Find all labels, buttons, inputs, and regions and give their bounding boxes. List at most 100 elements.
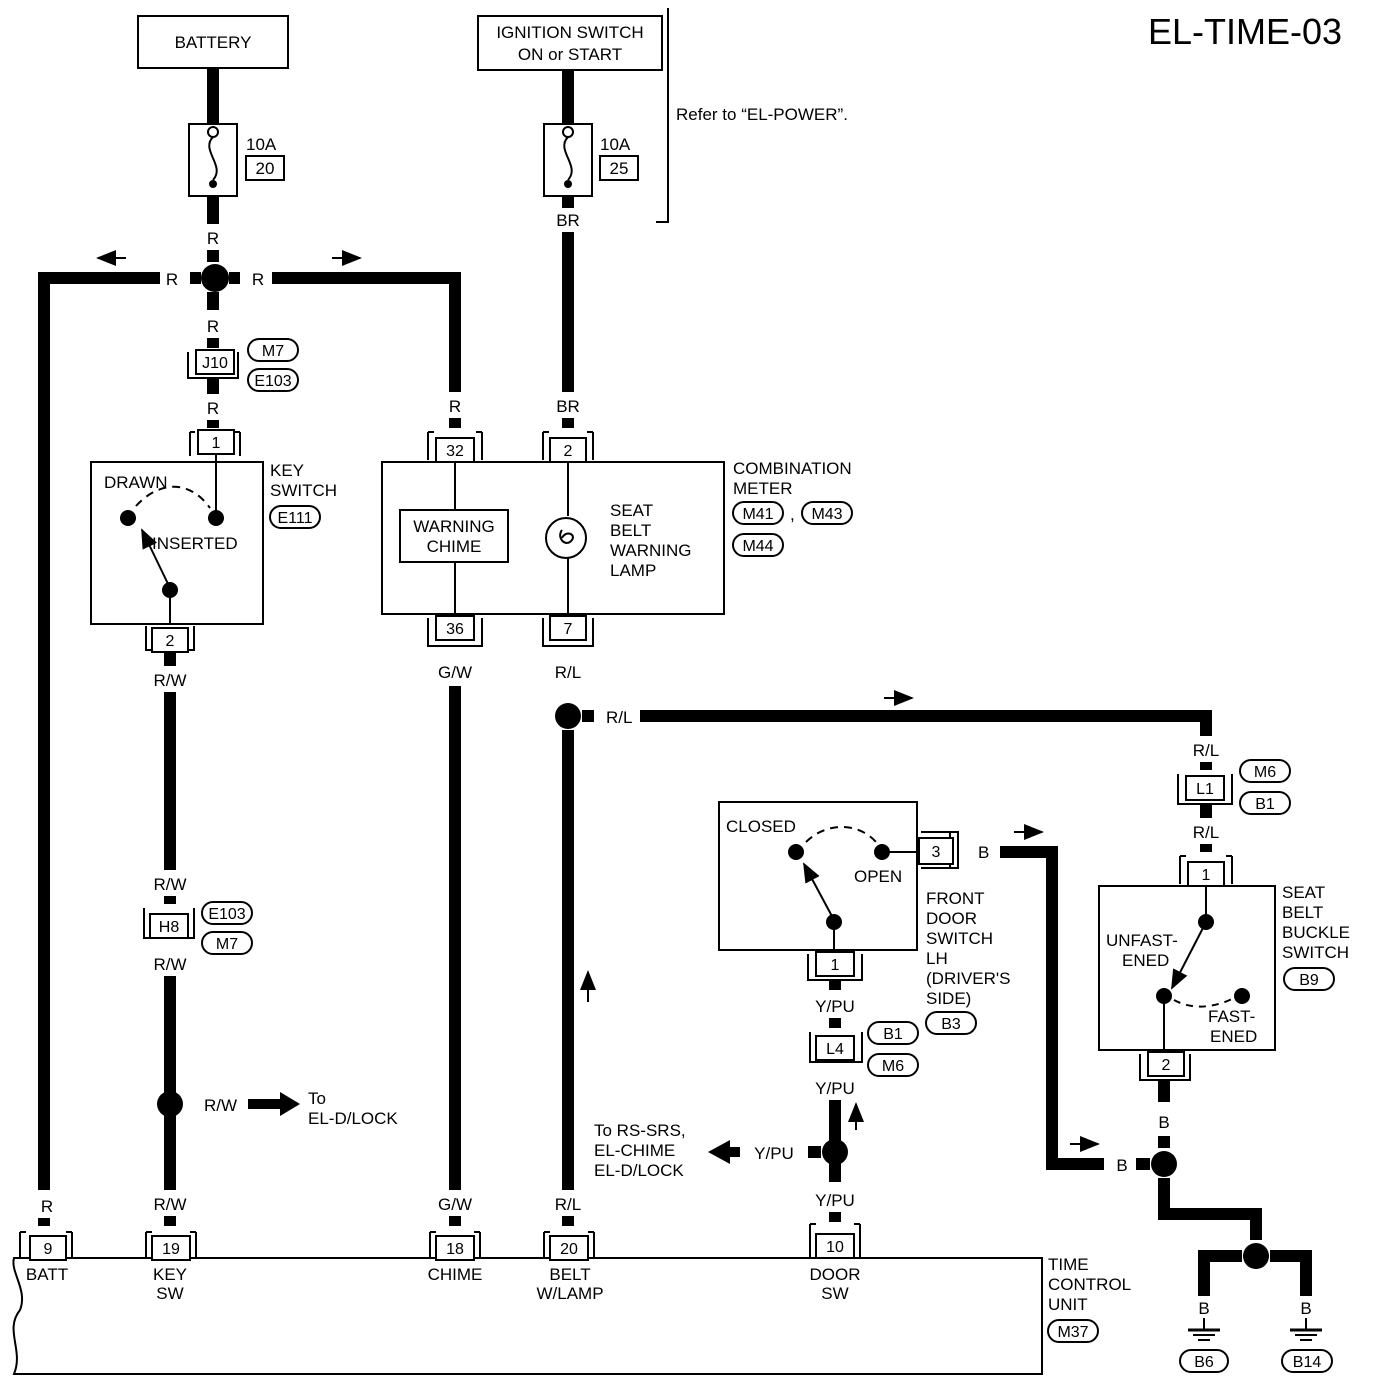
door-name-2: DOOR	[926, 909, 977, 928]
wire-br-1: BR	[556, 211, 580, 230]
door-name-1: FRONT	[926, 889, 985, 908]
key-switch-name-1: KEY	[270, 461, 304, 480]
wire-b-2: B	[1116, 1156, 1127, 1175]
ignition-label-line2: ON or START	[518, 45, 622, 64]
connector-m41: M41	[742, 506, 773, 523]
buckle-fastened-2: ENED	[1210, 1027, 1257, 1046]
tcu-label-sw-2: SW	[821, 1284, 848, 1303]
fuse-25-amps: 10A	[600, 135, 631, 154]
meter-pin-2: 2	[564, 443, 573, 460]
connector-b9: B9	[1299, 972, 1319, 989]
connector-b1-b: B1	[883, 1026, 903, 1043]
tcu-pin-19: 19	[162, 1241, 180, 1258]
wire-rl-to-buckle	[640, 710, 1212, 736]
wire-to-ground	[1158, 1178, 1262, 1240]
branch-srs-1: To RS-SRS,	[594, 1121, 686, 1140]
wire-gw-1: G/W	[438, 663, 472, 682]
connector-b1-a: B1	[1255, 796, 1275, 813]
key-switch-name-2: SWITCH	[270, 481, 337, 500]
connector-m7-a: M7	[262, 343, 284, 360]
wire-rl-4: R/L	[1193, 823, 1219, 842]
ground-b14-icon	[1290, 1318, 1322, 1341]
lamp-label-1: SEAT	[610, 501, 653, 520]
tcu-label-sw-1: SW	[156, 1284, 183, 1303]
battery-label: BATTERY	[175, 33, 252, 52]
meter-pin-36: 36	[446, 621, 464, 638]
wire-ypu-2: Y/PU	[815, 1079, 855, 1098]
wire-r-meter: R	[449, 397, 461, 416]
door-closed: CLOSED	[726, 817, 796, 836]
buckle-name-2: BELT	[1282, 903, 1323, 922]
connector-l1: L1	[1196, 781, 1214, 798]
connector-j10: J10	[202, 355, 228, 372]
tcu-label-belt: BELT	[549, 1265, 590, 1284]
door-name-5: (DRIVER'S	[926, 969, 1010, 988]
key-switch-splice	[157, 1091, 183, 1117]
wire-r-3: R	[207, 399, 219, 418]
key-switch-drawn: DRAWN	[104, 473, 168, 492]
door-pin-1: 1	[831, 957, 840, 974]
tcu-name-3: UNIT	[1048, 1295, 1088, 1314]
battery-splice	[201, 264, 229, 292]
tcu-label-wlamp: W/LAMP	[536, 1284, 603, 1303]
buckle-name-1: SEAT	[1282, 883, 1325, 902]
ignition-switch-box	[477, 15, 663, 71]
branch-dlock-2: EL-D/LOCK	[308, 1109, 398, 1128]
buckle-unfastened-1: UNFAST-	[1106, 931, 1178, 950]
connector-m44: M44	[742, 538, 773, 555]
branch-srs-3: EL-D/LOCK	[594, 1161, 684, 1180]
meter-pin-32: 32	[446, 443, 464, 460]
connector-m6-a: M6	[1254, 764, 1276, 781]
wire-br-2: BR	[556, 397, 580, 416]
buckle-name-4: SWITCH	[1282, 943, 1349, 962]
wire-r-2: R	[207, 317, 219, 336]
door-name-4: LH	[926, 949, 948, 968]
tcu-pin-9: 9	[44, 1241, 53, 1258]
refer-note: Refer to “EL-POWER”.	[676, 105, 848, 124]
wire-meter-feed	[272, 272, 461, 392]
seat-belt-buckle-switch	[1098, 885, 1276, 1051]
chime-label-2: CHIME	[427, 537, 482, 556]
wire-r-1: R	[207, 229, 219, 248]
battery-box	[137, 15, 289, 69]
connector-b14: B14	[1293, 1354, 1322, 1371]
time-control-unit	[12, 1257, 1043, 1375]
fuse-20-amps: 10A	[246, 135, 277, 154]
tcu-pin-18: 18	[446, 1241, 464, 1258]
wire-rw-2: R/W	[153, 875, 186, 894]
buckle-pin-1: 1	[1202, 867, 1211, 884]
connector-e103-b: E103	[208, 906, 245, 923]
connector-m37: M37	[1057, 1324, 1088, 1341]
wire-r-right: R	[252, 270, 264, 289]
wire-r-batt: R	[41, 1197, 53, 1216]
buckle-fastened-1: FAST-	[1208, 1007, 1255, 1026]
buckle-pin-2: 2	[1162, 1057, 1171, 1074]
wire-r-left: R	[166, 270, 178, 289]
wire-b-1: B	[1158, 1113, 1169, 1132]
connector-m7-b: M7	[216, 936, 238, 953]
lamp-label-4: LAMP	[610, 561, 656, 580]
branch-srs-2: EL-CHIME	[594, 1141, 675, 1160]
key-switch-pin-2: 2	[166, 633, 175, 650]
wire-b-g2: B	[1300, 1299, 1311, 1318]
buckle-unfastened-2: ENED	[1122, 951, 1169, 970]
key-switch-pin-1: 1	[212, 435, 221, 452]
ground-splice-2	[1243, 1243, 1269, 1269]
wire-gw-2: G/W	[438, 1195, 472, 1214]
meter-name-1: COMBINATION	[733, 459, 852, 478]
connector-b6: B6	[1194, 1354, 1214, 1371]
wire-ground-b14	[1270, 1250, 1312, 1296]
tcu-pin-10: 10	[826, 1239, 844, 1256]
connector-m6-b: M6	[882, 1058, 904, 1075]
wire-ypu-1: Y/PU	[815, 997, 855, 1016]
tcu-label-key: KEY	[153, 1265, 187, 1284]
ground-splice-1	[1151, 1151, 1177, 1177]
connector-e103-a: E103	[254, 373, 291, 390]
wire-rw-1: R/W	[153, 671, 186, 690]
branch-dlock-1: To	[308, 1089, 326, 1108]
meter-pin-7: 7	[564, 621, 573, 638]
door-name-3: SWITCH	[926, 929, 993, 948]
refer-bracket	[656, 8, 669, 223]
fuse-20-number: 20	[256, 159, 275, 178]
wire-rl-2: R/L	[555, 1195, 581, 1214]
